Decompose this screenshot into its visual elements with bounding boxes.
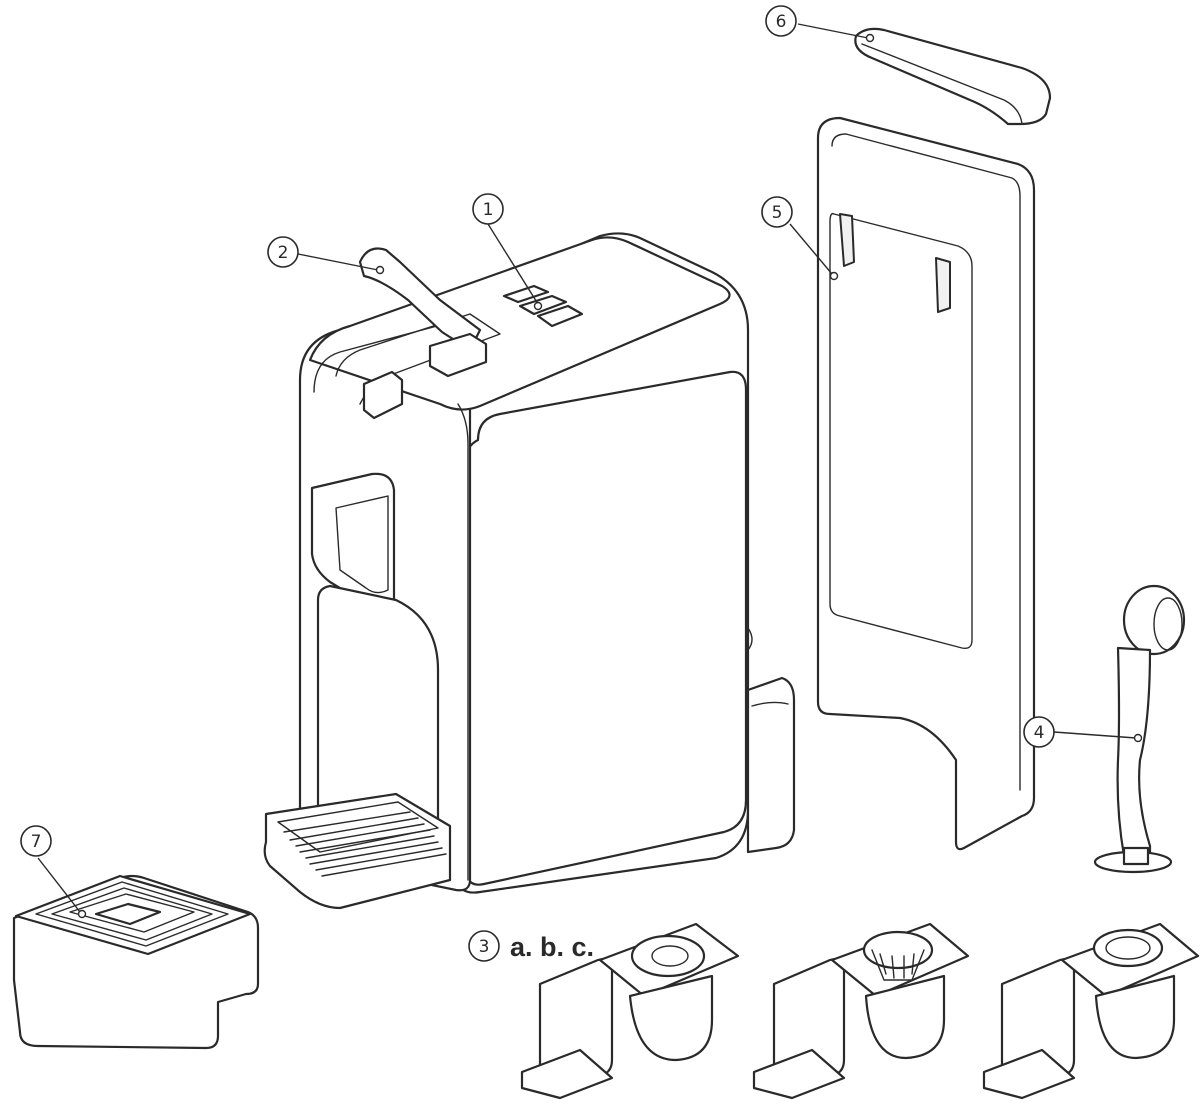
cup-base-plate xyxy=(12,874,260,1050)
svg-text:3: 3 xyxy=(479,937,490,957)
coffee-machine-body xyxy=(298,232,796,894)
svg-text:4: 4 xyxy=(1034,723,1045,743)
capsule-adapter-c xyxy=(982,922,1200,1100)
water-tank xyxy=(816,116,1036,851)
adapter-variants-label: a. b. c. xyxy=(510,932,594,962)
callout-1: 1 xyxy=(472,193,504,225)
callout-6: 6 xyxy=(765,5,797,37)
capsule-adapter-b xyxy=(752,922,970,1100)
svg-text:6: 6 xyxy=(776,12,787,32)
svg-text:2: 2 xyxy=(278,243,289,263)
capsule-adapter-a xyxy=(520,922,740,1100)
coffee-tamper xyxy=(1093,584,1186,874)
svg-text:7: 7 xyxy=(31,832,42,852)
svg-text:1: 1 xyxy=(483,200,494,220)
callout-3: 3 xyxy=(468,930,500,962)
callout-7: 7 xyxy=(20,825,52,857)
svg-text:5: 5 xyxy=(772,203,783,223)
drip-tray-grille xyxy=(263,792,452,910)
leader-lines xyxy=(37,23,1143,919)
callout-4: 4 xyxy=(1023,716,1055,748)
callout-2: 2 xyxy=(267,236,299,268)
callout-5: 5 xyxy=(761,196,793,228)
water-tank-lid xyxy=(854,27,1052,126)
